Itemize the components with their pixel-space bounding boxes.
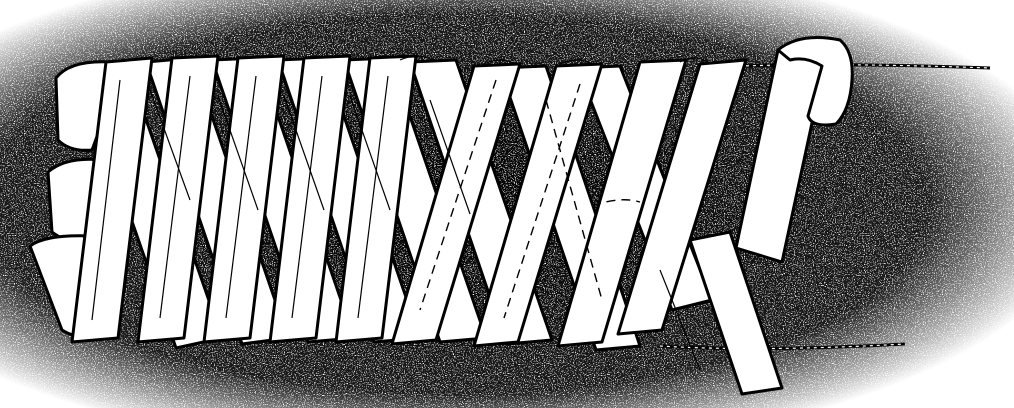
- plaiting-illustration: [0, 0, 1014, 408]
